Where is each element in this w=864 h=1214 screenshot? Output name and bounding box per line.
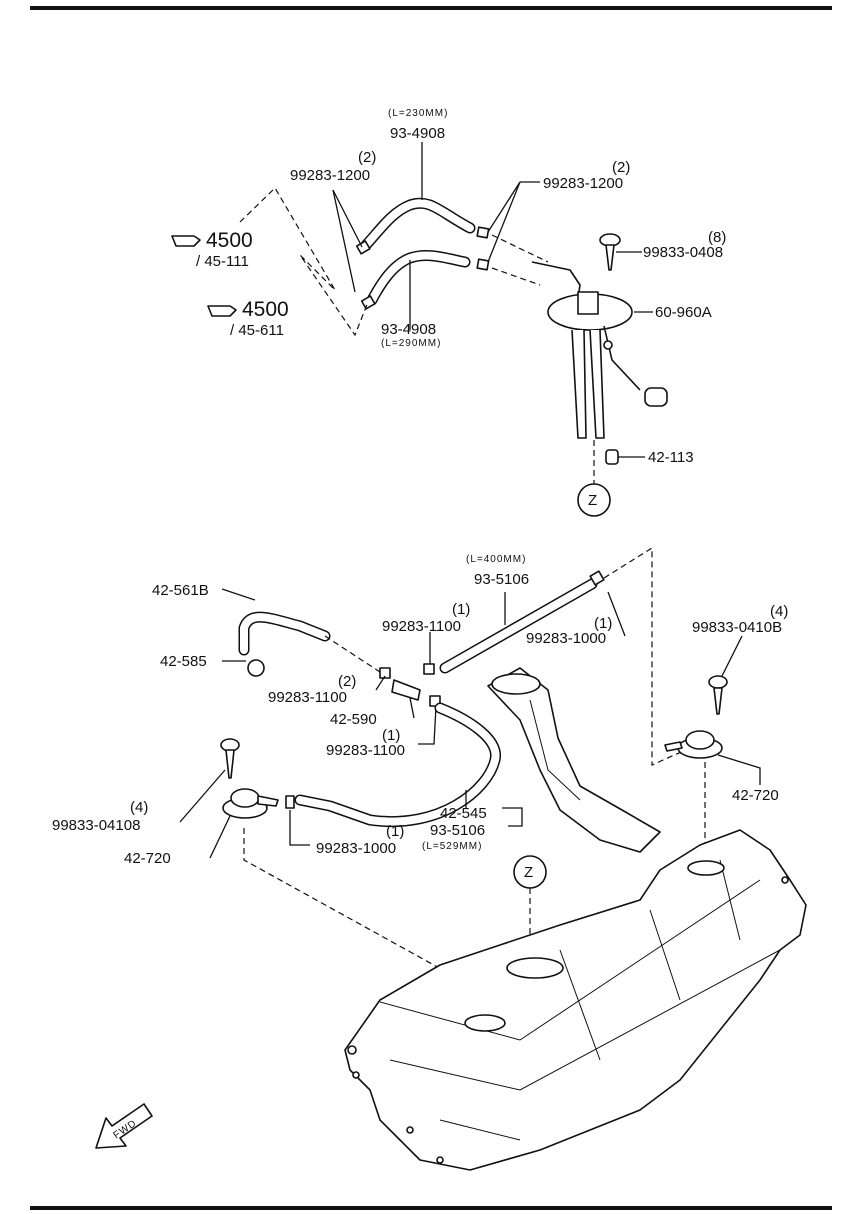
hose-bent-part: 42-545 (440, 805, 487, 822)
marker-z-upper-label: Z (588, 492, 597, 509)
fuel-gauge-unit-icon (531, 261, 668, 439)
hose-upper (360, 197, 476, 251)
cap-part: 42-113 (648, 449, 694, 466)
hose-bent-length: (L=529MM) (422, 841, 482, 852)
screw-top-part: 99833-0408 (643, 244, 723, 261)
clamp-left-part: 99283-1200 (290, 167, 370, 184)
grommet-part: 42-585 (160, 653, 207, 670)
screw-icon (599, 233, 642, 271)
screw-right-qty: (4) (770, 603, 788, 620)
fuel-tank-icon (344, 829, 807, 1171)
clamp-b-part: 99283-1000 (526, 630, 606, 647)
clamp-a-qty: (1) (452, 601, 470, 618)
marker-z-lower (513, 855, 547, 889)
valve-hose-part: 42-561B (152, 582, 209, 599)
clamp-icon (355, 226, 490, 310)
hose-lower-part: 93-4908 (381, 321, 436, 338)
clamp-c-part: 99283-1100 (268, 689, 347, 706)
joint-part: 42-590 (330, 711, 377, 728)
hose-upper-part: 93-4908 (390, 125, 445, 142)
gauge-unit-part: 60-960A (655, 304, 712, 321)
filler-neck-icon (487, 667, 661, 853)
ref2-sub: / 45-611 (230, 322, 284, 339)
ref2-number: 4500 (242, 298, 289, 321)
grommet-icon (222, 659, 265, 677)
rollover-valve-right-icon (664, 730, 761, 785)
valve-right-part: 42-720 (732, 787, 779, 804)
screw-left-icon (179, 738, 240, 823)
hose-long-length: (L=400MM) (466, 554, 526, 565)
clamp-right-part: 99283-1200 (543, 175, 623, 192)
marker-z-lower-label: Z (524, 864, 533, 881)
screw-left-qty: (4) (130, 799, 148, 816)
screw-top-qty: (8) (708, 229, 726, 246)
ref1-sub: / 45-111 (196, 253, 249, 270)
clamp-a-part: 99283-1100 (382, 618, 461, 635)
clamp-e-qty: (1) (386, 823, 404, 840)
clamp-b-qty: (1) (594, 615, 612, 632)
hose-upper-length: (L=230MM) (388, 108, 448, 119)
clamp-right-qty: (2) (612, 159, 630, 176)
screw-right-icon (708, 635, 743, 715)
clamp-e-part: 99283-1000 (316, 840, 396, 857)
valve-left-part: 42-720 (124, 850, 171, 867)
clamp-d-part: 99283-1100 (326, 742, 405, 759)
hose-valve (238, 611, 331, 656)
hose-bent (294, 702, 501, 827)
cap-icon (605, 449, 645, 465)
hose-long-part: 93-5106 (474, 571, 529, 588)
fwd-arrow-icon (95, 1103, 153, 1149)
clamp-d-qty: (1) (382, 727, 400, 744)
screw-left-part: 99833-04108 (52, 817, 140, 834)
hose-bent-alt-part: 93-5106 (430, 822, 485, 839)
rollover-valve-left-icon (209, 788, 279, 859)
ref1-number: 4500 (206, 229, 253, 252)
hose-long (439, 578, 598, 674)
marker-z-upper (577, 483, 611, 517)
clamp-left-qty: (2) (358, 149, 376, 166)
pointing-hand-icon (207, 305, 237, 317)
hose-lower (366, 250, 471, 306)
hose-lower-length: (L=290MM) (381, 338, 441, 349)
clamp-c-qty: (2) (338, 673, 356, 690)
screw-right-part: 99833-0410B (692, 619, 782, 636)
pointing-hand-icon (171, 235, 201, 247)
